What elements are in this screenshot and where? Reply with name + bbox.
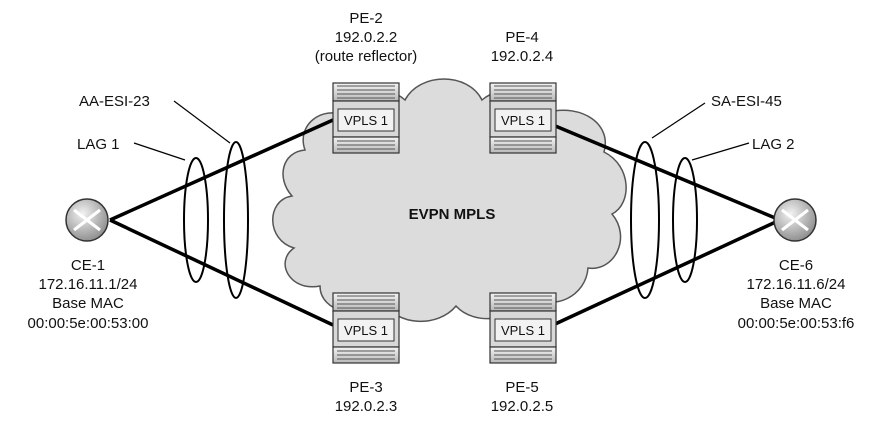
ce6-name: CE-6	[779, 257, 813, 274]
pe3-node[interactable]: VPLS 1	[332, 292, 400, 364]
link-ce1-pe2	[109, 118, 334, 222]
pe5-node[interactable]: VPLS 1	[489, 292, 557, 364]
pe2-ip: 192.0.2.2	[335, 29, 398, 46]
aa-esi-label: AA-ESI-23	[79, 93, 150, 110]
link-ce1-pe3	[109, 218, 334, 327]
aa-esi-ellipse-left	[223, 141, 249, 299]
esi-ellipses	[183, 141, 698, 299]
ce1-ip: 172.16.11.1/24	[39, 276, 138, 293]
crossed-arrows-icon	[73, 208, 101, 232]
pe4-name: PE-4	[505, 29, 538, 46]
ce6-ip: 172.16.11.6/24	[747, 276, 846, 293]
link-pe4-ce6	[552, 123, 781, 222]
link-pe5-ce6	[552, 218, 781, 327]
evpn-mpls-cloud: EVPN MPLS	[272, 78, 627, 322]
pe5-service: VPLS 1	[501, 323, 545, 338]
pe5-ip: 192.0.2.5	[491, 398, 554, 415]
ce1-node[interactable]	[65, 198, 109, 242]
crossed-arrows-icon	[781, 208, 809, 232]
pe3-service: VPLS 1	[344, 323, 388, 338]
pe4-ip: 192.0.2.4	[491, 48, 554, 65]
lag1-label: LAG 1	[77, 136, 120, 153]
pe2-name: PE-2	[349, 10, 382, 27]
pe5-name: PE-5	[505, 379, 538, 396]
ce1-mac: 00:00:5e:00:53:00	[28, 315, 149, 332]
pe3-ip: 192.0.2.3	[335, 398, 398, 415]
links	[109, 118, 781, 327]
lag2-label: LAG 2	[752, 136, 795, 153]
pe2-note: (route reflector)	[315, 48, 418, 65]
pe3-name: PE-3	[349, 379, 382, 396]
ce6-mac: 00:00:5e:00:53:f6	[738, 315, 855, 332]
ce1-name: CE-1	[71, 257, 105, 274]
ce6-mac-label: Base MAC	[760, 295, 832, 312]
ce6-node[interactable]	[773, 198, 817, 242]
sa-esi-ellipse-right	[630, 141, 660, 299]
ce1-mac-label: Base MAC	[52, 295, 124, 312]
pe4-service: VPLS 1	[501, 113, 545, 128]
sa-esi-label: SA-ESI-45	[711, 93, 782, 110]
pointer-lines	[133, 100, 750, 161]
cloud-label: EVPN MPLS	[409, 206, 496, 223]
pe2-service: VPLS 1	[344, 113, 388, 128]
pe4-node[interactable]: VPLS 1	[489, 82, 557, 154]
lag2-ellipse	[672, 157, 698, 283]
pe2-node[interactable]: VPLS 1	[332, 82, 400, 154]
lag1-ellipse	[183, 157, 209, 283]
